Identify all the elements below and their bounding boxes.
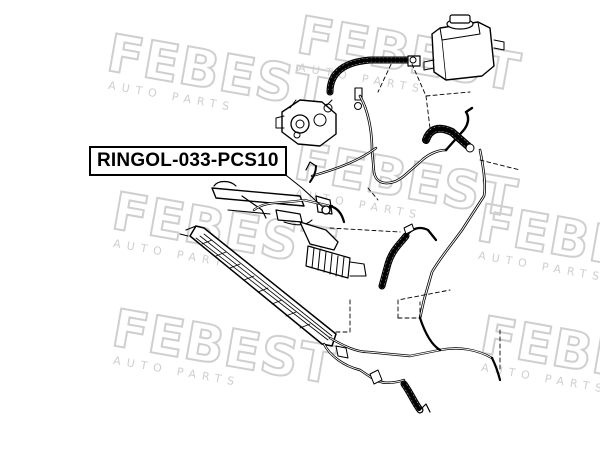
watermark-5: FEBEST AUTO PARTS [472,193,600,293]
line-drawing [179,14,521,414]
part-number-label: RINGOL-033-PCS10 [97,150,279,171]
oil-cooler [179,225,337,347]
lower-return-hose [400,380,431,414]
lower-pipes [322,336,494,385]
part-callout: RINGOL-033-PCS10 [89,146,287,176]
rack-return-hose [378,232,410,290]
fluid-reservoir [423,14,505,81]
callout-leader-line [281,171,327,211]
banjo-fitting [323,87,363,113]
rack-boot [305,245,367,279]
reservoir-feed-hose [326,55,421,96]
return-hose [422,124,475,153]
pressure-line-to-rack [444,106,474,152]
power-steering-pump [275,99,337,147]
